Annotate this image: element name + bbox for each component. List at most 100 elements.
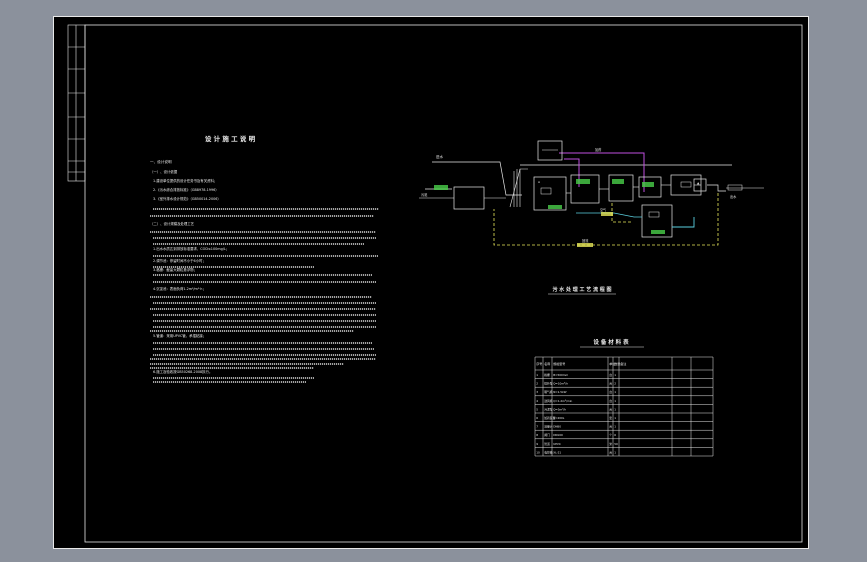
table-cell: 6	[614, 433, 616, 437]
table-cell: V=200L	[553, 416, 565, 420]
table-cell: 加药装置	[544, 416, 555, 420]
notes-line: 1.建设单位提供的设计任务书及有关资料；	[153, 178, 217, 183]
air-label: 空气	[600, 207, 606, 212]
table-cell: 台	[609, 373, 612, 377]
table-cell: 提升泵	[544, 382, 553, 386]
inner-border	[84, 24, 803, 543]
table-cell: 2	[536, 382, 538, 386]
table-cell: 3	[536, 390, 538, 394]
anoxic-label: A	[538, 180, 541, 184]
table-cell: 阀门	[544, 433, 550, 437]
table-cell: 10	[536, 450, 540, 454]
sedimentation-tank	[608, 174, 634, 202]
notes-section: 一、设计说明	[150, 159, 172, 164]
table-cell: Q=1.2m³/min	[553, 399, 572, 403]
table-cell: 1	[614, 390, 616, 394]
table-cell: 1	[614, 450, 616, 454]
table-cell: 台	[609, 425, 612, 429]
table-cell: 6	[536, 416, 538, 420]
left-title-strip	[67, 24, 86, 182]
table-cell: 4	[536, 399, 538, 403]
table-cell: 污泥泵	[544, 407, 553, 411]
return-sludge-line	[493, 193, 719, 246]
table-cell: 格栅	[544, 373, 550, 377]
table-cell: 米	[609, 442, 612, 446]
table-cell: 个	[609, 433, 612, 437]
table-cell: DN100	[553, 433, 563, 437]
notes-body-text	[150, 208, 379, 383]
process-flow-diagram: 进水 污泥 加药	[419, 140, 764, 295]
screen-unit	[509, 168, 528, 208]
table-cell: 7	[536, 425, 538, 429]
table-cell: 电控箱	[544, 450, 553, 454]
table-cell: 台	[609, 450, 612, 454]
table-cell: 1	[614, 407, 616, 411]
drawing-sheet: 设 计 施 工 说 明 一、设计说明 （一）、设计依据 1.建设单位提供的设计任…	[53, 16, 809, 549]
table-header-cell: 序号	[536, 361, 542, 366]
equipment-title: 设 备 材 料 表	[593, 338, 629, 346]
dosing-tank	[537, 140, 563, 161]
anoxic-tank	[533, 176, 567, 211]
notes-line: 1.出水水质达到排放标准要求，COD≤100mg/L；	[153, 246, 229, 251]
table-cell: N=1.5kW	[553, 390, 567, 394]
table-cell: 2	[614, 382, 616, 386]
table-cell: Q=10m³/h	[553, 382, 568, 386]
table-cell: Q=5m³/h	[553, 407, 566, 411]
notes-line: （二）、设计规模及处理工艺	[150, 221, 195, 226]
table-cell: 台	[609, 399, 612, 403]
sludge-label: 污泥	[421, 192, 428, 197]
notes-line: 2.《污水综合排放标准》（GB8978-1996）	[153, 187, 219, 192]
notes-line: 3.《室外排水设计规范》（GB50014-2006）	[153, 196, 221, 201]
table-cell: DN80	[553, 425, 561, 429]
return-label: 回流	[582, 238, 589, 243]
dosing-label: 加药	[595, 147, 601, 152]
regulating-tank	[453, 186, 485, 210]
drawing-canvas: 设 计 施 工 说 明 一、设计说明 （一）、设计依据 1.建设单位提供的设计任…	[67, 24, 803, 543]
table-cell: 1	[536, 373, 538, 377]
process-title: 污 水 处 理 工 艺 流 程 图	[553, 286, 612, 293]
table-header-cell: 数量	[614, 361, 620, 366]
table-header-cell: 单位	[609, 361, 615, 366]
table-cell: 1	[614, 399, 616, 403]
table-cell: 曝气机	[544, 390, 553, 394]
dosing-line	[559, 152, 645, 192]
table-cell: 流量计	[544, 425, 553, 429]
sludge-tank	[641, 204, 673, 238]
table-header-cell: 备注	[620, 361, 626, 366]
influent-pipe	[432, 161, 522, 196]
svg-text:▲: ▲	[697, 181, 700, 185]
notes-line: 3.格栅：截留大颗粒悬浮物；	[153, 267, 197, 272]
air-line	[672, 217, 695, 228]
effluent-pipe	[707, 184, 726, 192]
table-cell: 管道	[544, 442, 550, 446]
table-cell: 套	[609, 416, 612, 420]
table-cell: 台	[609, 407, 612, 411]
notes-line: （一）、设计依据	[150, 169, 178, 174]
table-header-cell: 规格型号	[553, 361, 565, 366]
table-cell: 9	[536, 442, 538, 446]
table-cell: 8	[536, 433, 538, 437]
table-cell: 5	[536, 407, 538, 411]
table-cell: 1	[614, 425, 616, 429]
table-cell: 1	[614, 416, 616, 420]
table-cell: 鼓风机	[544, 399, 553, 403]
effluent-label: 出水	[730, 194, 737, 199]
notes-title: 设 计 施 工 说 明	[205, 134, 256, 143]
table-cell: 台	[609, 390, 612, 394]
notes-line: 6.施工及验收按GB50268-2008执行。	[153, 369, 212, 374]
table-cell: 50	[614, 442, 618, 446]
notes-line: 2.调节池：停留时间不小于6小时；	[153, 258, 206, 263]
table-cell: 台	[609, 382, 612, 386]
design-notes: 设 计 施 工 说 明 一、设计说明 （一）、设计依据 1.建设单位提供的设计任…	[150, 134, 379, 383]
table-cell: UPVC	[553, 442, 561, 446]
table-cell: 1	[614, 373, 616, 377]
table-header-cell: 名称	[544, 361, 550, 366]
grit-chamber-label	[434, 185, 448, 190]
notes-line: 5.管道：采用UPVC管，承插粘接；	[153, 333, 206, 338]
table-cell: B=500mm	[553, 373, 568, 377]
table-cell: XL-21	[553, 450, 561, 454]
notes-line: 4.沉淀池：表面负荷1.2m³/m²·h；	[153, 286, 206, 291]
